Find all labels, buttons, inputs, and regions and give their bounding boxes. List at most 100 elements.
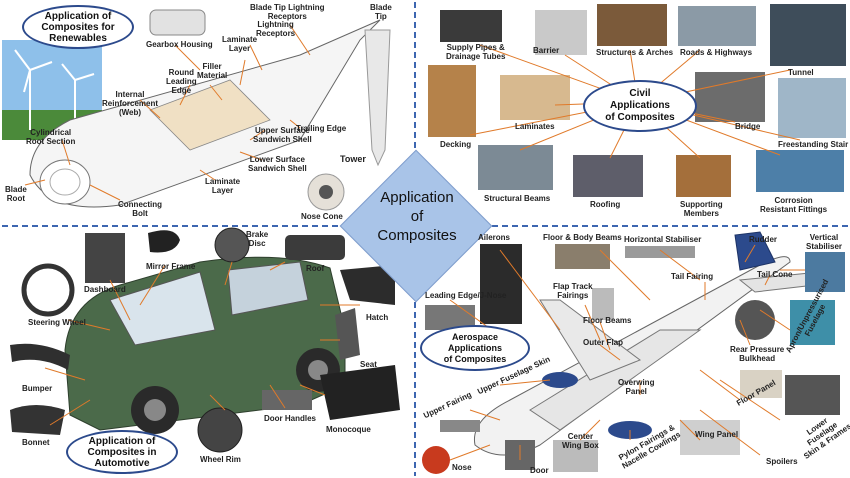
brake-disc-part xyxy=(214,227,250,263)
floor-beams-part xyxy=(555,244,610,269)
fittings-photo xyxy=(756,150,844,192)
tunnel-photo xyxy=(770,4,846,66)
label-barrier: Barrier xyxy=(533,46,560,55)
label-round-leading-edge: Round Leading Edge xyxy=(166,68,197,95)
label-laminate-layer-top: Laminate Layer xyxy=(222,35,258,53)
label-roof: Roof xyxy=(306,264,325,273)
label-dashboard: Dashboard xyxy=(84,285,126,294)
renewables-title: Application of Composites for Renewables xyxy=(41,10,115,44)
label-tail-cone: Tail Cone xyxy=(757,270,793,279)
beams-photo xyxy=(478,145,553,190)
label-ailerons: Ailerons xyxy=(478,233,511,242)
label-structures-arches: Structures & Arches xyxy=(596,48,674,57)
label-decking: Decking xyxy=(440,140,472,149)
roads-photo xyxy=(678,6,756,46)
label-brake-disc: Brake Disc xyxy=(246,230,269,248)
label-tower: Tower xyxy=(340,154,366,164)
renewables-leaders xyxy=(24,24,311,201)
barrier-photo xyxy=(535,10,587,55)
monocoque-part xyxy=(320,365,400,420)
label-center-wing-box: Center Wing Box xyxy=(562,432,599,450)
automotive-leaders xyxy=(44,261,360,426)
pipes-photo xyxy=(440,10,502,42)
label-steering-wheel: Steering Wheel xyxy=(28,318,86,327)
label-filler-material: Filler Material xyxy=(197,62,228,80)
v-stabiliser-part xyxy=(805,252,845,292)
decking-photo xyxy=(428,65,476,137)
laminates-photo xyxy=(500,75,570,120)
label-spoilers: Spoilers xyxy=(766,457,798,466)
label-laminate-layer-bottom: Laminate Layer xyxy=(205,177,241,195)
label-mirror-frame: Mirror Frame xyxy=(146,262,196,271)
label-supply-pipes: Supply Pipes & Drainage Tubes xyxy=(446,43,506,61)
label-supporting-members: Supporting Members xyxy=(680,200,723,218)
label-floor-body-beams: Floor & Body Beams xyxy=(543,233,622,242)
aerospace-title-oval: Aerospace Applications of Composites xyxy=(420,325,530,371)
label-corrosion-fittings: Corrosion Resistant Fittings xyxy=(760,196,828,214)
label-gearbox-housing: Gearbox Housing xyxy=(146,40,213,49)
label-blade-tip: Blade Tip xyxy=(370,3,392,21)
mirror-part xyxy=(148,230,180,253)
label-outer-flap: Outer Flap xyxy=(583,338,624,347)
label-door: Door xyxy=(530,466,549,475)
floor-panel-part xyxy=(740,370,782,398)
label-overwing-panel: Overwing Panel xyxy=(618,378,655,396)
seat-part xyxy=(335,308,360,360)
label-leading-edge: Leading Edge/J-Nose xyxy=(425,291,507,300)
blade-cross-section xyxy=(29,19,381,208)
label-hatch: Hatch xyxy=(366,313,389,322)
label-laminates: Laminates xyxy=(515,122,555,131)
label-roads-highways: Roads & Highways xyxy=(680,48,753,57)
label-internal-reinforcement: Internal Reinforcement (Web) xyxy=(102,90,159,117)
h-stabiliser-part xyxy=(625,246,695,258)
automotive-title: Application of Composites in Automotive xyxy=(87,435,157,469)
door-handles-part xyxy=(262,390,312,410)
label-tunnel: Tunnel xyxy=(788,68,814,77)
bulkhead-part xyxy=(735,300,775,340)
label-bumper: Bumper xyxy=(22,384,53,393)
members-photo xyxy=(676,155,731,197)
hatch-part xyxy=(340,265,395,305)
label-door-handles: Door Handles xyxy=(264,414,317,423)
blade-tip-shape xyxy=(364,29,391,167)
label-flap-track-fairings: Flap Track Fairings xyxy=(553,282,593,300)
label-nose: Nose xyxy=(452,463,472,472)
label-bonnet: Bonnet xyxy=(22,438,50,447)
wing-box-part xyxy=(553,440,598,472)
wheel-rim-part xyxy=(197,407,243,453)
label-floor-beams: Floor Beams xyxy=(583,316,632,325)
label-blade-root: Blade Root xyxy=(5,185,27,203)
bonnet-part xyxy=(10,405,65,435)
steering-wheel-part xyxy=(21,263,75,317)
civil-photos xyxy=(428,4,846,197)
label-structural-beams: Structural Beams xyxy=(484,194,551,203)
gearbox-housing-shape xyxy=(149,9,206,36)
airplane-illustration xyxy=(473,231,821,456)
aerospace-leaders xyxy=(449,244,805,461)
wing-panel-part xyxy=(680,420,740,455)
label-lightning-receptors: Lightning Receptors xyxy=(256,20,296,38)
center-title: Application of Composites xyxy=(377,189,457,244)
label-rudder: Rudder xyxy=(749,235,777,244)
flap-track-part xyxy=(592,288,614,320)
car-illustration xyxy=(64,256,346,434)
label-upper-surface-shell: Upper Surface Sandwich Shell xyxy=(253,126,312,144)
bumper-part xyxy=(10,343,70,370)
label-seat: Seat xyxy=(360,360,377,369)
lower-fuselage-part xyxy=(785,375,840,415)
upper-fairing-part xyxy=(440,420,480,432)
label-lower-surface-shell: Lower Surface Sandwich Shell xyxy=(248,155,307,173)
label-connecting-bolt: Connecting Bolt xyxy=(118,200,162,218)
stair-photo xyxy=(778,78,846,138)
nose-cone-shape xyxy=(307,173,345,211)
label-wing-panel: Wing Panel xyxy=(695,430,739,439)
label-trailing-edge: Trailing Edge xyxy=(296,124,347,133)
auto-parts xyxy=(10,227,400,453)
arches-photo xyxy=(597,4,667,46)
label-blade-tip-receptors: Blade Tip Lightning Receptors xyxy=(250,3,325,21)
civil-title-oval: Civil Applications of Composites xyxy=(583,80,697,132)
renewables-title-oval: Application of Composites for Renewables xyxy=(22,5,134,49)
center-diamond: Application of Composites xyxy=(339,149,493,303)
dashboard-part xyxy=(85,233,125,283)
